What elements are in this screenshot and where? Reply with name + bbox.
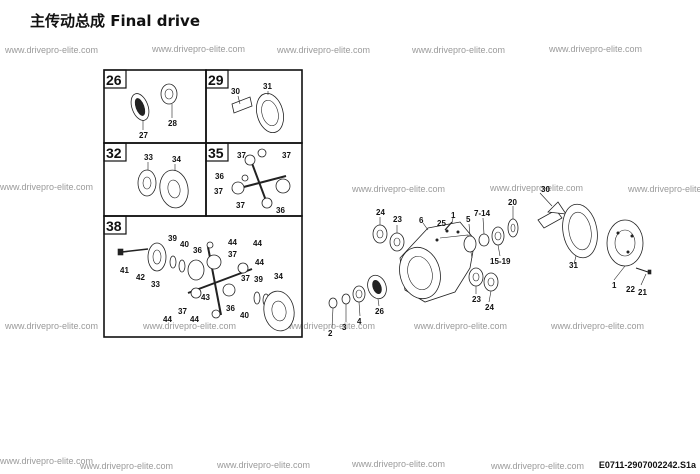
part-label: 5 — [466, 215, 471, 224]
part-label: 40 — [240, 311, 249, 320]
part-label: 31 — [569, 261, 578, 270]
side-gear-part — [244, 154, 256, 166]
part-label: 37 — [214, 187, 223, 196]
part-label: 34 — [172, 155, 181, 164]
part-label: 4 — [357, 317, 362, 326]
part-label: 24 — [376, 208, 385, 217]
watermark: www.drivepro-elite.com — [277, 45, 371, 55]
watermark: www.drivepro-elite.com — [5, 45, 99, 55]
inset-box-38: 38 39 40 36 44 37 44 41 42 33 43 — [103, 215, 303, 338]
inset-box-29: 29 30 31 — [205, 69, 303, 144]
watermark: www.drivepro-elite.com — [412, 45, 506, 55]
watermark: www.drivepro-elite.com — [491, 461, 585, 471]
part-label: 44 — [228, 238, 237, 247]
watermark: www.drivepro-elite.com — [80, 461, 174, 471]
inset-box-35: 35 37 37 36 37 37 36 — [205, 142, 303, 217]
part-label: 43 — [201, 293, 210, 302]
watermark: www.drivepro-elite.com — [5, 321, 99, 331]
watermark: www.drivepro-elite.com — [143, 321, 237, 331]
part-label: 2 — [328, 329, 333, 338]
part-label: 39 — [254, 275, 263, 284]
part-label: 26 — [375, 307, 384, 316]
part-label: 28 — [168, 119, 177, 128]
inset-number: 38 — [106, 218, 122, 234]
part-label: 36 — [215, 172, 224, 181]
inset-box-26: 26 27 28 — [103, 69, 207, 144]
part-label: 44 — [163, 315, 172, 324]
part-label: 37 — [178, 307, 187, 316]
part-label: 6 — [419, 216, 424, 225]
pinion-shaft-part — [231, 96, 253, 114]
page-title: 主传动总成 Final drive — [30, 12, 201, 30]
part-label: 34 — [274, 272, 283, 281]
part-label: 23 — [472, 295, 481, 304]
watermark: www.drivepro-elite.com — [414, 321, 508, 331]
differential-case-right-part — [159, 169, 189, 209]
part-label: 21 — [638, 288, 647, 297]
part-label: 27 — [139, 131, 148, 140]
part-label: 15-19 — [490, 257, 511, 266]
part-label: 24 — [485, 303, 494, 312]
watermark: www.drivepro-elite.com — [490, 183, 584, 193]
differential-case-left-part — [137, 169, 157, 197]
part-label: 37 — [228, 250, 237, 259]
differential-case-left-part — [147, 242, 167, 272]
differential-assembly-part — [606, 219, 644, 267]
part-label: 37 — [241, 274, 250, 283]
part-label: 7-14 — [474, 209, 491, 218]
watermark: www.drivepro-elite.com — [152, 44, 246, 54]
inset-number: 29 — [208, 72, 224, 88]
part-label: 1 — [612, 281, 617, 290]
watermark: www.drivepro-elite.com — [628, 184, 700, 194]
part-label: 42 — [136, 273, 145, 282]
bearing-cup-part — [372, 224, 388, 244]
part-label: 44 — [253, 239, 262, 248]
watermark: www.drivepro-elite.com — [352, 184, 446, 194]
part-label: 44 — [190, 315, 199, 324]
part-label: 22 — [626, 285, 635, 294]
part-label: 33 — [144, 153, 153, 162]
main-assembly: 24 23 6 1 25 5 7-14 20 30 2 3 4 26 15-19… — [328, 185, 652, 338]
watermark: www.drivepro-elite.com — [549, 44, 643, 54]
drawing-code: E0711-2907002242.S1a — [598, 460, 696, 470]
part-label: 23 — [393, 215, 402, 224]
part-label: 36 — [193, 246, 202, 255]
ring-gear-part — [256, 92, 284, 134]
part-label: 1 — [451, 211, 456, 220]
watermark: www.drivepro-elite.com — [551, 321, 645, 331]
part-label: 41 — [120, 266, 129, 275]
part-label: 30 — [541, 185, 550, 194]
part-label: 30 — [231, 87, 240, 96]
part-label: 40 — [180, 240, 189, 249]
ring-gear-part — [562, 203, 598, 259]
part-label: 36 — [226, 304, 235, 313]
watermark: www.drivepro-elite.com — [0, 456, 94, 466]
inset-frame — [103, 215, 303, 338]
inset-number: 32 — [106, 145, 122, 161]
part-label: 37 — [236, 201, 245, 210]
inset-number: 35 — [208, 145, 224, 161]
part-label: 39 — [168, 234, 177, 243]
watermark: www.drivepro-elite.com — [282, 321, 376, 331]
differential-case-right-part — [263, 290, 295, 332]
watermark: www.drivepro-elite.com — [0, 182, 94, 192]
part-label: 3 — [342, 323, 347, 332]
drive-pinion-part — [537, 209, 563, 229]
part-label: 36 — [276, 206, 285, 215]
watermark: www.drivepro-elite.com — [217, 460, 311, 470]
part-label: 20 — [508, 198, 517, 207]
watermark: www.drivepro-elite.com — [352, 459, 446, 469]
inset-box-32: 32 33 34 — [103, 142, 207, 217]
part-label: 44 — [255, 258, 264, 267]
part-label: 31 — [263, 82, 272, 91]
inset-number: 26 — [106, 72, 122, 88]
part-label: 25 — [437, 219, 446, 228]
bolt-part — [121, 248, 149, 253]
seal-ring-part — [160, 83, 178, 105]
part-label: 33 — [151, 280, 160, 289]
part-label: 37 — [237, 151, 246, 160]
part-label: 37 — [282, 151, 291, 160]
